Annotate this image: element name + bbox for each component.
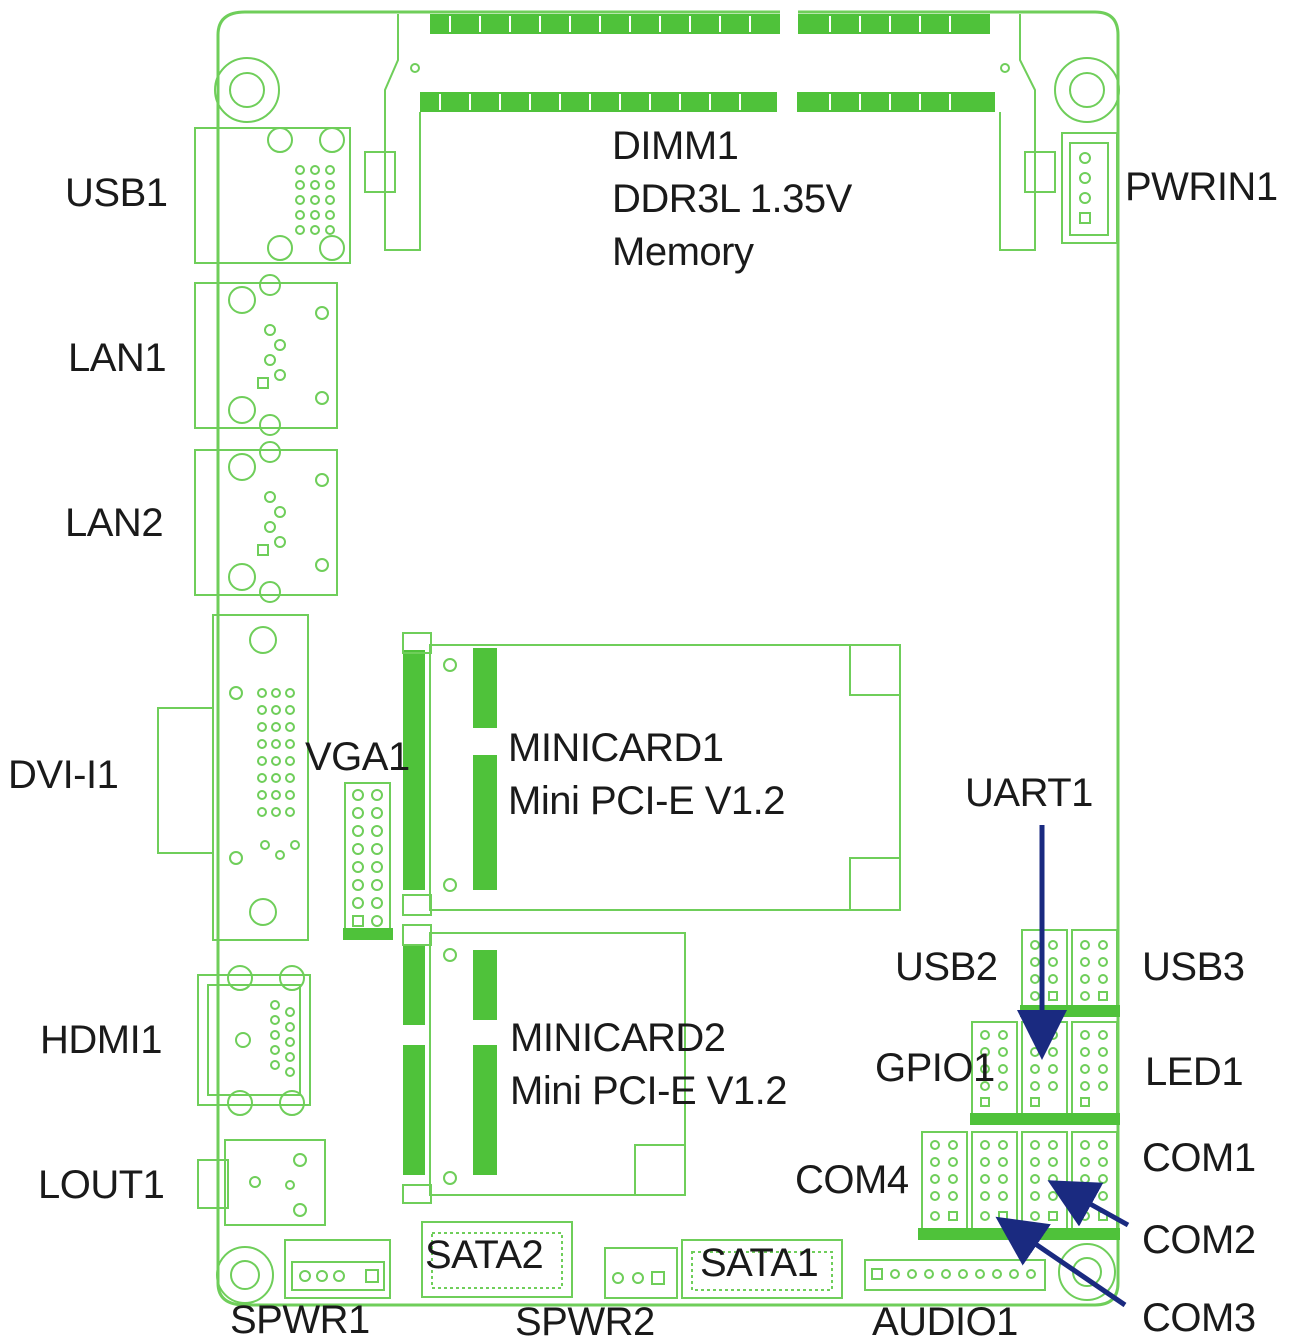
com2-header (1018, 1131, 1070, 1240)
dimm1-slot (364, 10, 1056, 251)
lout1-connector (197, 1139, 326, 1226)
minicard2-label-line1: MINICARD2 (510, 1016, 726, 1060)
sata2-connector (421, 1221, 573, 1298)
usb3-header (1070, 929, 1120, 1017)
usb1-label: USB1 (65, 171, 168, 215)
com2-label: COM2 (1142, 1218, 1256, 1262)
minicard2-label-line2: Mini PCI-E V1.2 (510, 1069, 788, 1113)
mount-hole-top-left (214, 57, 280, 123)
board-outline (216, 10, 1120, 1307)
sata1-connector (681, 1239, 843, 1299)
dvi-i1-label: DVI-I1 (8, 753, 119, 797)
dimm1-label: DIMM1 DDR3L 1.35V Memory (612, 120, 852, 279)
dimm1-label-line1: DIMM1 (612, 124, 739, 168)
lan1-label: LAN1 (68, 336, 167, 380)
led1-header (1070, 1021, 1120, 1125)
spwr1-connector (284, 1239, 391, 1299)
minicard1-label: MINICARD1 Mini PCI-E V1.2 (508, 722, 786, 828)
lan2-label: LAN2 (65, 501, 164, 545)
vga1-header (343, 782, 393, 940)
usb3-label: USB3 (1142, 945, 1245, 989)
hdmi1-label: HDMI1 (40, 1018, 162, 1062)
com1-label: COM1 (1142, 1136, 1256, 1180)
vga1-label: VGA1 (305, 735, 410, 779)
mount-hole-bottom-left (216, 1246, 274, 1304)
spwr2-connector (604, 1247, 678, 1299)
audio1-header (864, 1259, 1046, 1291)
minicard2-slot (402, 924, 686, 1204)
lan1-connector (194, 274, 338, 436)
dvi-i1-connector (157, 614, 309, 941)
usb1-connector (194, 127, 351, 264)
audio1-label: AUDIO1 (872, 1300, 1018, 1344)
uart1-header (1020, 1021, 1070, 1125)
com4-header (918, 1131, 970, 1240)
usb2-label: USB2 (895, 945, 998, 989)
com2-arrow (1047, 1180, 1130, 1228)
mount-hole-top-right (1054, 57, 1120, 123)
com3-label: COM3 (1142, 1296, 1256, 1340)
uart1-label: UART1 (965, 771, 1093, 815)
lout1-label: LOUT1 (38, 1163, 165, 1207)
led1-label: LED1 (1145, 1050, 1244, 1094)
pwrin1-label: PWRIN1 (1125, 165, 1278, 209)
com3-header (968, 1131, 1020, 1240)
sata2-label: SATA2 (425, 1233, 544, 1277)
usb2-header (1020, 929, 1070, 1017)
com1-header (1068, 1131, 1120, 1240)
com4-label: COM4 (795, 1158, 909, 1202)
minicard1-slot (402, 632, 901, 916)
minicard1-label-line2: Mini PCI-E V1.2 (508, 779, 786, 823)
hdmi1-connector (197, 965, 311, 1116)
minicard2-label: MINICARD2 Mini PCI-E V1.2 (510, 1012, 788, 1118)
spwr1-label: SPWR1 (230, 1298, 370, 1342)
dimm1-label-line3: Memory (612, 230, 754, 274)
gpio1-header (970, 1021, 1020, 1125)
spwr2-label: SPWR2 (515, 1300, 655, 1344)
gpio1-label: GPIO1 (875, 1046, 995, 1090)
com3-arrow (995, 1216, 1127, 1308)
minicard1-label-line1: MINICARD1 (508, 726, 724, 770)
pwrin1-connector (1061, 132, 1118, 244)
sata1-label: SATA1 (700, 1241, 819, 1285)
dimm1-label-line2: DDR3L 1.35V (612, 177, 852, 221)
lan2-connector (194, 441, 338, 603)
